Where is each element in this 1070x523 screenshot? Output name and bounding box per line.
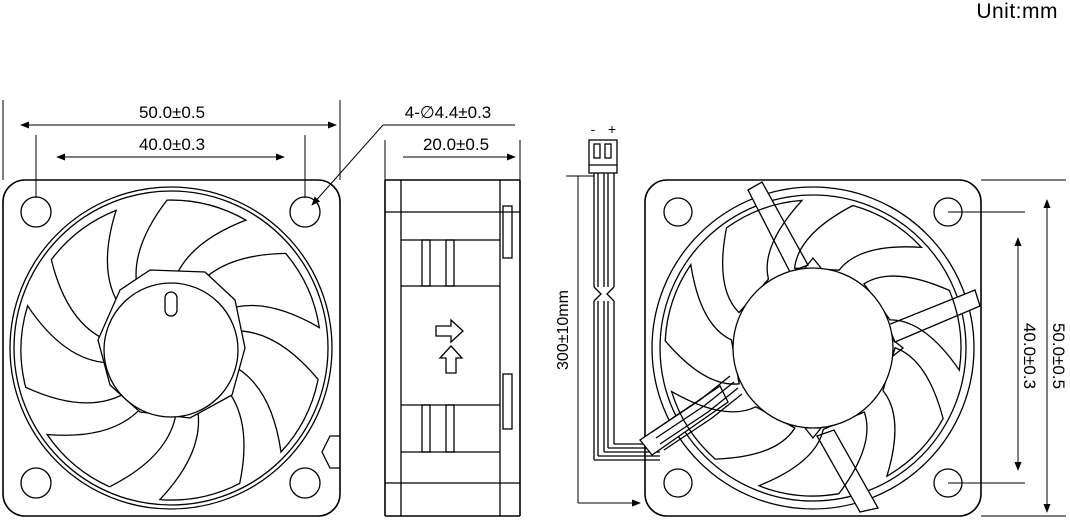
back-blade-5 [664, 262, 740, 385]
dim-hole-spacing-label: 40.0±0.3 [139, 135, 205, 154]
back-internal-wires [651, 375, 743, 451]
front-blades [20, 199, 321, 501]
side-tab-upper [502, 205, 513, 259]
back-blade-3 [757, 411, 868, 497]
hub-notch-top [804, 256, 822, 269]
cable-assembly: - + [555, 121, 660, 507]
polarity-plus: + [608, 121, 616, 137]
back-view: 40.0±0.3 50.0±0.5 [639, 179, 1068, 517]
back-blade-7 [793, 204, 924, 271]
mount-hole-bottom-right [289, 467, 321, 499]
wires-upper [593, 173, 615, 287]
hub-notch-right [892, 339, 905, 357]
front-shroud-inner [13, 190, 329, 506]
back-blade-2 [882, 346, 944, 478]
front-cable-notch [321, 435, 340, 469]
side-rib-block-1 [421, 239, 431, 287]
hub-notch-bottom [804, 427, 822, 440]
leader-mount-hole [311, 124, 384, 206]
hub-label-slot [164, 291, 178, 317]
mount-hole-bottom-left [20, 467, 52, 499]
side-rib-block-4 [445, 404, 455, 453]
back-shroud-inner [659, 194, 967, 502]
front-shroud-outer [9, 186, 333, 510]
front-blade-6 [50, 209, 123, 342]
connector-pin-1 [593, 143, 601, 159]
cable-break-left [593, 286, 602, 302]
back-blades [664, 199, 962, 497]
side-view: 20.0±0.5 [384, 135, 521, 517]
dim-overall-width-label: 50.0±0.5 [139, 103, 205, 122]
connector-pin-2 [604, 143, 612, 159]
front-blade-7 [135, 199, 248, 296]
front-frame [2, 179, 341, 517]
front-blade-2 [231, 330, 319, 454]
cable-break-right [606, 286, 615, 302]
dim-thickness-label: 20.0±0.5 [423, 135, 489, 154]
polarity-minus: - [591, 121, 596, 137]
back-hub [732, 267, 894, 429]
rotation-direction-arrow [438, 345, 464, 374]
side-rib-block-3 [421, 404, 431, 453]
back-blade-4 [670, 390, 796, 460]
dim-cable-length-label: 300±10mm [555, 290, 572, 370]
connector-housing [588, 139, 618, 174]
back-blade-6 [722, 199, 804, 314]
back-frame [644, 179, 982, 517]
front-view: 50.0±0.5 40.0±0.3 4-∅4.4±0.3 [2, 100, 515, 517]
dim-mount-hole-label: 4-∅4.4±0.3 [405, 103, 492, 122]
back-hole-top-left [663, 197, 693, 227]
front-hub [103, 282, 239, 418]
side-tab-lower [502, 373, 513, 430]
dim-back-overall-height-label: 50.0±0.5 [1049, 323, 1068, 389]
front-blade-5 [20, 304, 126, 404]
mount-hole-top-left [20, 196, 52, 228]
front-blade-3 [158, 384, 245, 501]
back-hole-bottom-left [663, 468, 693, 498]
front-blade-1 [193, 252, 321, 329]
back-blade-1 [863, 275, 962, 372]
unit-label: Unit:mm [976, 0, 1058, 23]
side-rib-block-2 [445, 239, 455, 287]
front-blade-4 [45, 406, 177, 488]
wires-lower [593, 301, 660, 461]
back-shroud-outer [651, 186, 975, 510]
airflow-direction-arrow [435, 318, 464, 344]
dim-back-hole-spacing-label: 40.0±0.3 [1020, 323, 1039, 389]
